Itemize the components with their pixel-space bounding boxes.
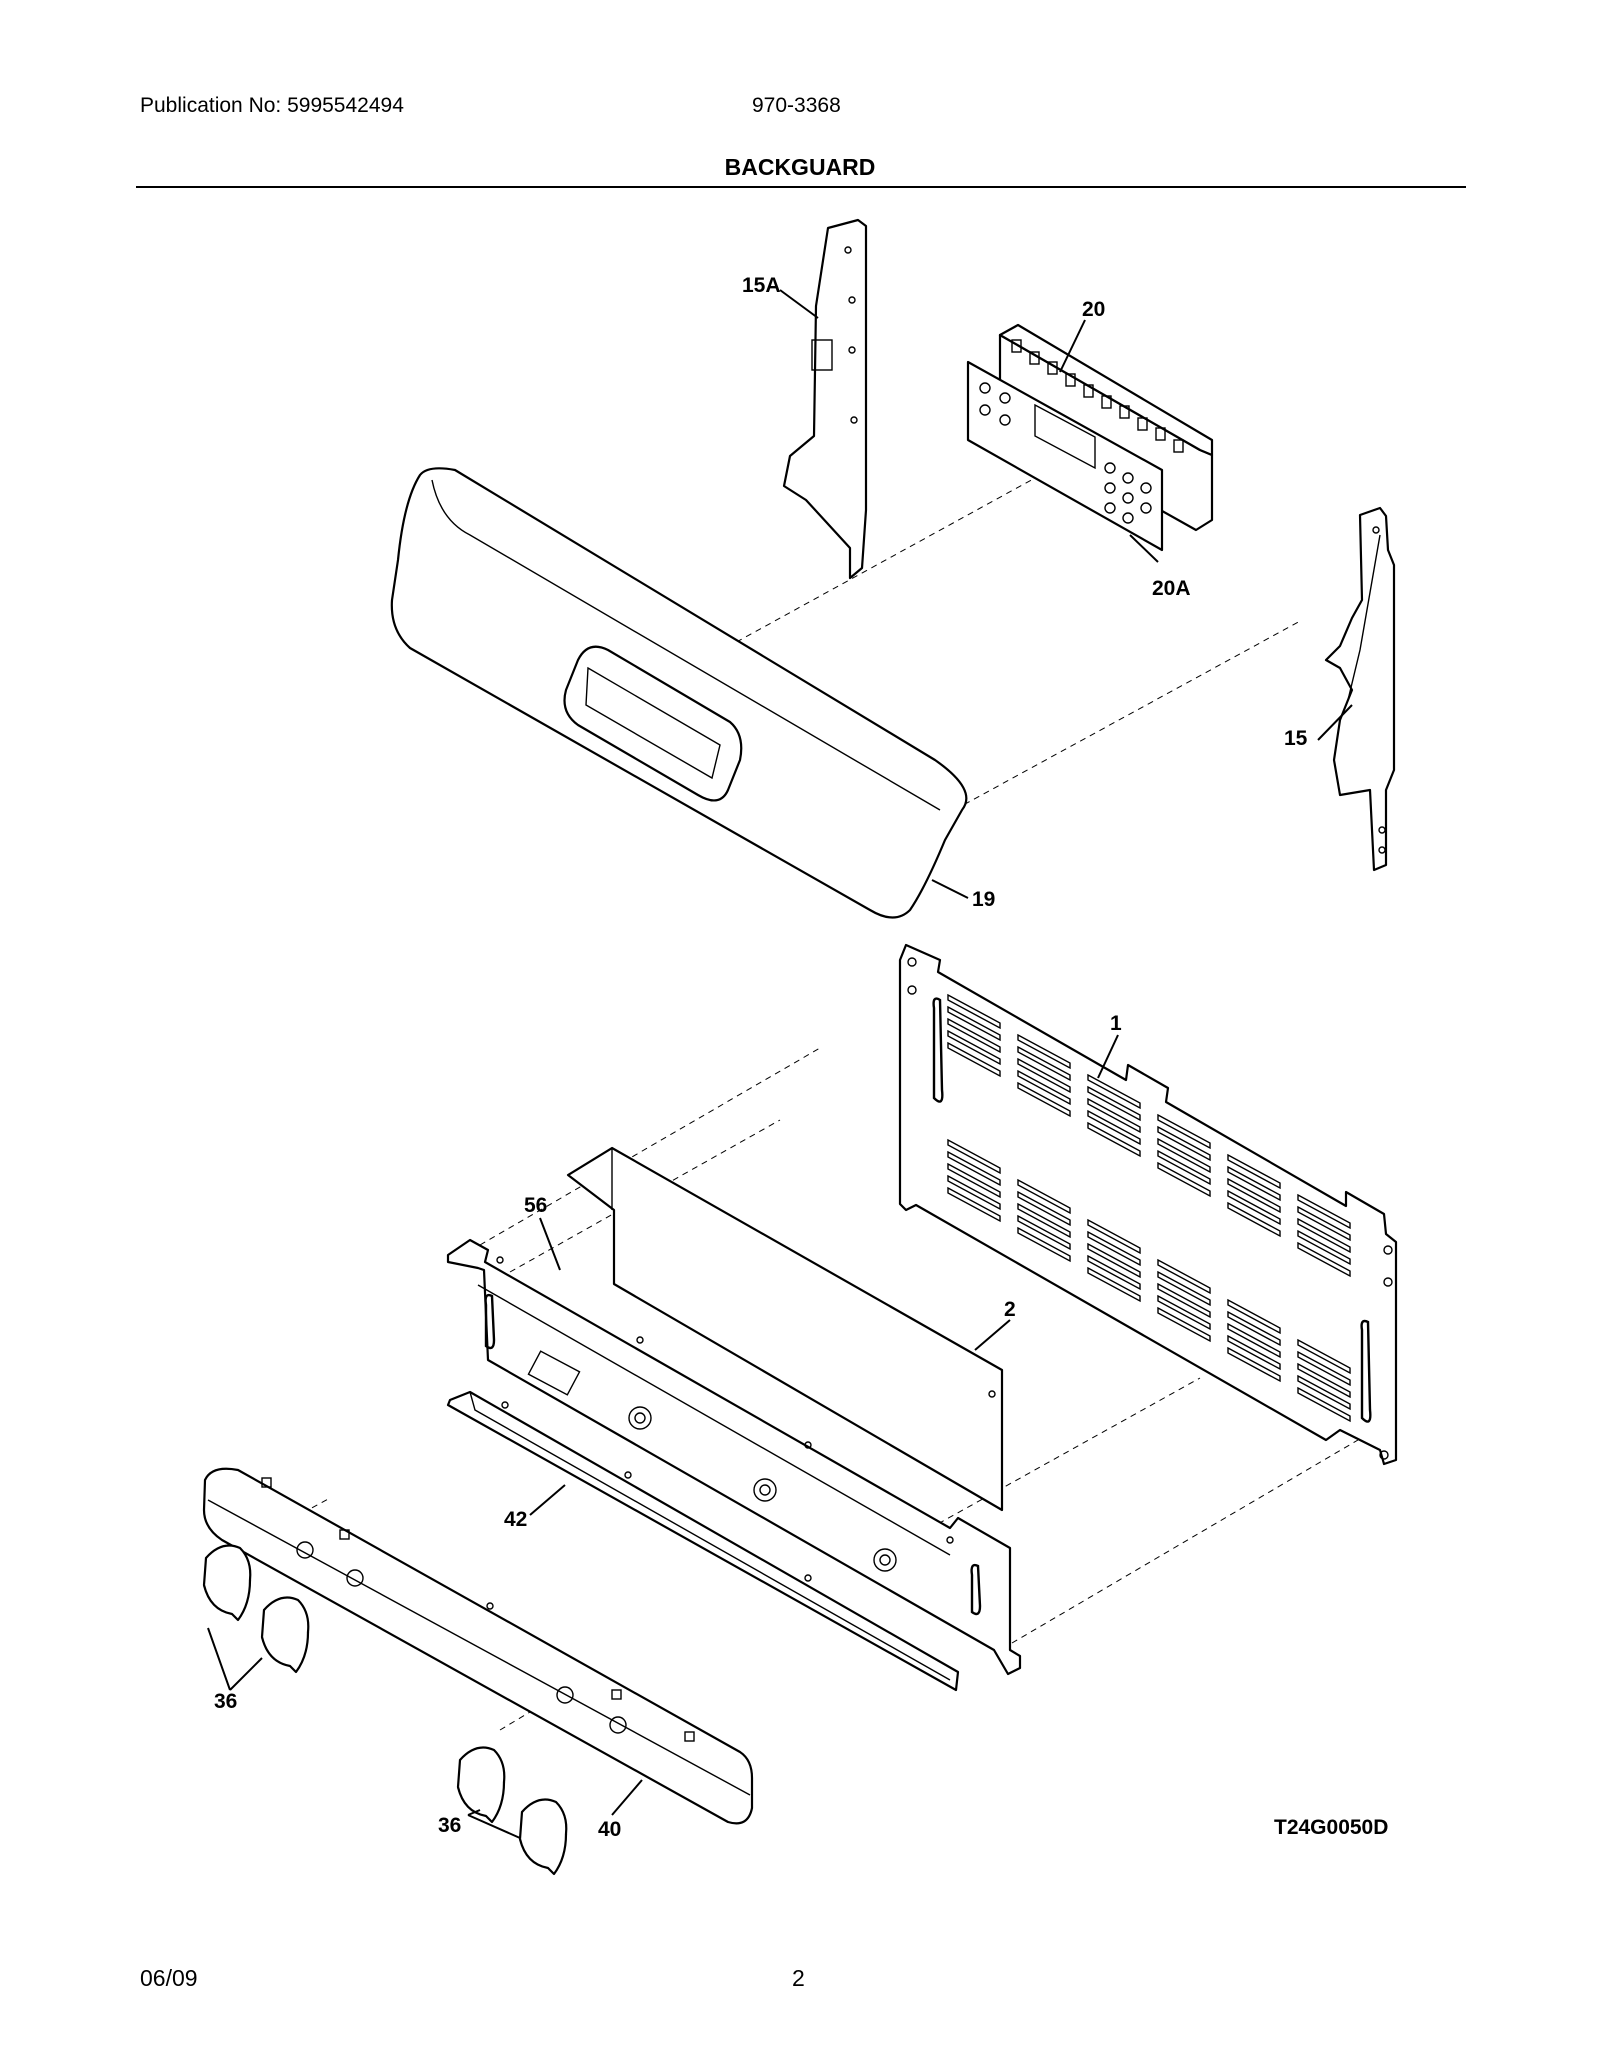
vent-slot [1087,1254,1141,1291]
vent-slot [947,1186,1001,1223]
part-label-36-left: 36 [214,1690,237,1713]
vent-slot [1227,1322,1281,1359]
vent-slot [947,993,1001,1030]
part-label-19: 19 [972,888,995,911]
vent-slot [1297,1350,1351,1387]
vent-slot [947,1174,1001,1211]
vent-slot [947,1150,1001,1187]
vent-slot [1157,1137,1211,1174]
page-title: BACKGUARD [724,154,876,180]
vent-slot [1017,1069,1071,1106]
vent-slot [1087,1121,1141,1158]
vent-slot [1297,1362,1351,1399]
footer-date: 06/09 [140,1965,198,1991]
vent-slot [1087,1218,1141,1255]
vent-slot [1157,1161,1211,1198]
vent-slot [1227,1334,1281,1371]
part-label-2: 2 [1004,1298,1016,1321]
vent-slot [1157,1294,1211,1331]
vent-slot [1017,1214,1071,1251]
vent-slot [1157,1125,1211,1162]
vent-slot [1087,1097,1141,1134]
vent-slot [1227,1201,1281,1238]
vent-slot [1017,1057,1071,1094]
vent-slot [1087,1109,1141,1146]
vent-slot [1297,1205,1351,1242]
part-label-1: 1 [1110,1012,1122,1035]
vent-slot [1087,1242,1141,1279]
vent-slot [1227,1177,1281,1214]
vent-slot [1297,1338,1351,1375]
vent-slot [1297,1386,1351,1423]
part-label-15: 15 [1284,727,1308,750]
rear-panel-1 [898,943,1398,1466]
part-label-56: 56 [524,1194,547,1217]
leader-lines [207,289,1353,1839]
part-label-42: 42 [504,1508,527,1531]
vent-slot [1297,1241,1351,1278]
knob-icon [260,1596,310,1674]
vent-slot [1227,1153,1281,1190]
vent-slot [947,1041,1001,1078]
vent-slot [1157,1258,1211,1295]
vent-slot [1297,1217,1351,1254]
vent-slot [947,1005,1001,1042]
assembly-guide-lines [224,477,1359,1731]
vent-slot [947,1138,1001,1175]
panel-2 [566,1146,1004,1512]
knob-panel-40 [202,1467,754,1825]
knob-icon [456,1746,506,1824]
header-rule [136,186,1466,188]
vent-slot [1227,1165,1281,1202]
vent-slot [1157,1113,1211,1150]
part-label-15a: 15A [742,274,781,297]
vent-slot [1297,1374,1351,1411]
vent-slot [1227,1310,1281,1347]
vent-slot [1227,1189,1281,1226]
part-label-40: 40 [598,1818,621,1841]
manifold-panel-56 [446,1238,1022,1676]
vent-slot [1297,1193,1351,1230]
vent-slot [1087,1073,1141,1110]
vent-slot [1297,1229,1351,1266]
vent-slot [1087,1230,1141,1267]
vent-slot [1017,1045,1071,1082]
vent-slot [1227,1298,1281,1335]
vent-slot [947,1162,1001,1199]
knob-icon [518,1798,568,1876]
vent-slot [1017,1190,1071,1227]
vent-slot [1157,1306,1211,1343]
vent-slot [1157,1270,1211,1307]
vent-slot [947,1017,1001,1054]
right-bracket-15 [1324,506,1396,872]
drawing-code: T24G0050D [1274,1816,1388,1839]
vent-slots [947,993,1351,1423]
part-label-20a: 20A [1152,577,1191,600]
control-panel-19 [390,467,968,919]
part-label-20: 20 [1082,298,1105,321]
vent-slot [1017,1226,1071,1263]
vent-slot [1157,1149,1211,1186]
vent-slot [1017,1178,1071,1215]
vent-slot [1087,1085,1141,1122]
vent-slot [947,1029,1001,1066]
vent-slot [1017,1081,1071,1118]
part-label-36-bottom: 36 [438,1814,461,1837]
vent-slot [1017,1202,1071,1239]
model-number: 970-3368 [752,94,841,117]
vent-slot [1017,1033,1071,1070]
knob-icon [202,1544,252,1622]
vent-slot [1157,1282,1211,1319]
publication-number: Publication No: 5995542494 [140,94,404,117]
overlay-20a [966,360,1164,552]
left-bracket-15a [782,218,868,580]
vent-slot [1227,1346,1281,1383]
trim-42 [446,1390,960,1692]
vent-slot [1087,1266,1141,1303]
page-number: 2 [792,1965,805,1991]
